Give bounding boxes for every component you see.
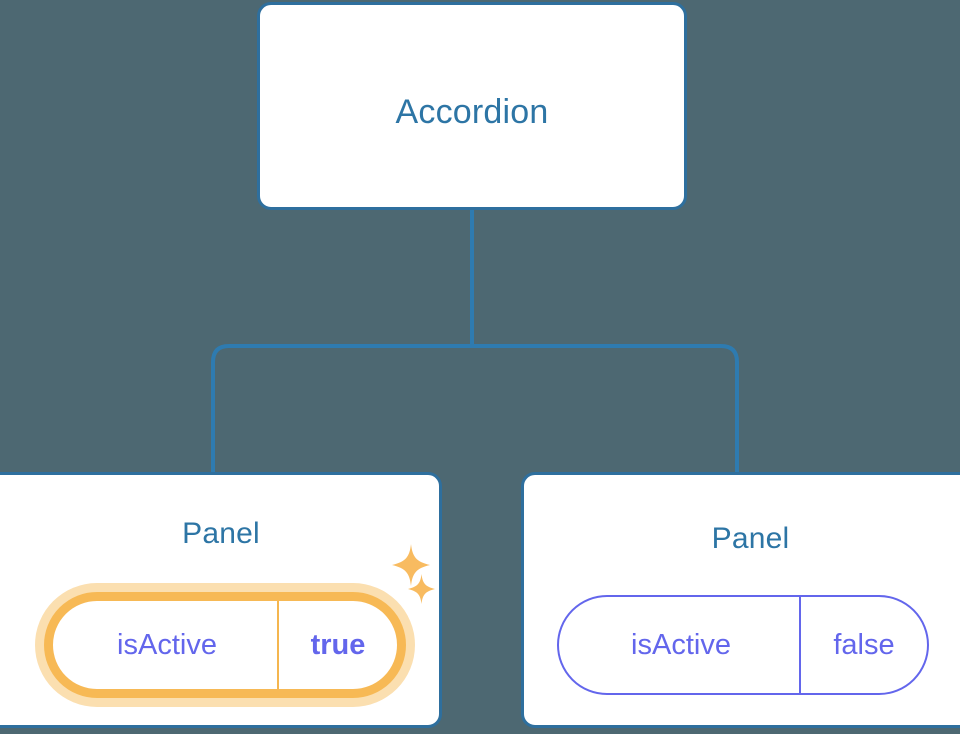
prop-pill-key: isActive: [117, 628, 217, 661]
prop-pill-isactive-false[interactable]: isActive false: [557, 595, 929, 695]
node-panel-inactive[interactable]: Panel isActive false: [521, 472, 960, 728]
node-accordion-title: Accordion: [395, 93, 549, 131]
edge-branch-bus: [211, 344, 739, 472]
node-panel-inactive-title: Panel: [711, 522, 790, 555]
prop-pill-key: isActive: [631, 628, 731, 661]
node-accordion[interactable]: Accordion: [257, 2, 687, 210]
prop-pill-active-wrapper: isActive true: [35, 583, 415, 707]
prop-pill-isactive-true[interactable]: isActive true: [44, 592, 406, 698]
node-panel-active[interactable]: Panel isActive true: [0, 472, 442, 728]
prop-pill-value: false: [799, 597, 927, 693]
node-panel-active-title: Panel: [182, 517, 260, 550]
prop-pill-value: true: [277, 601, 397, 689]
